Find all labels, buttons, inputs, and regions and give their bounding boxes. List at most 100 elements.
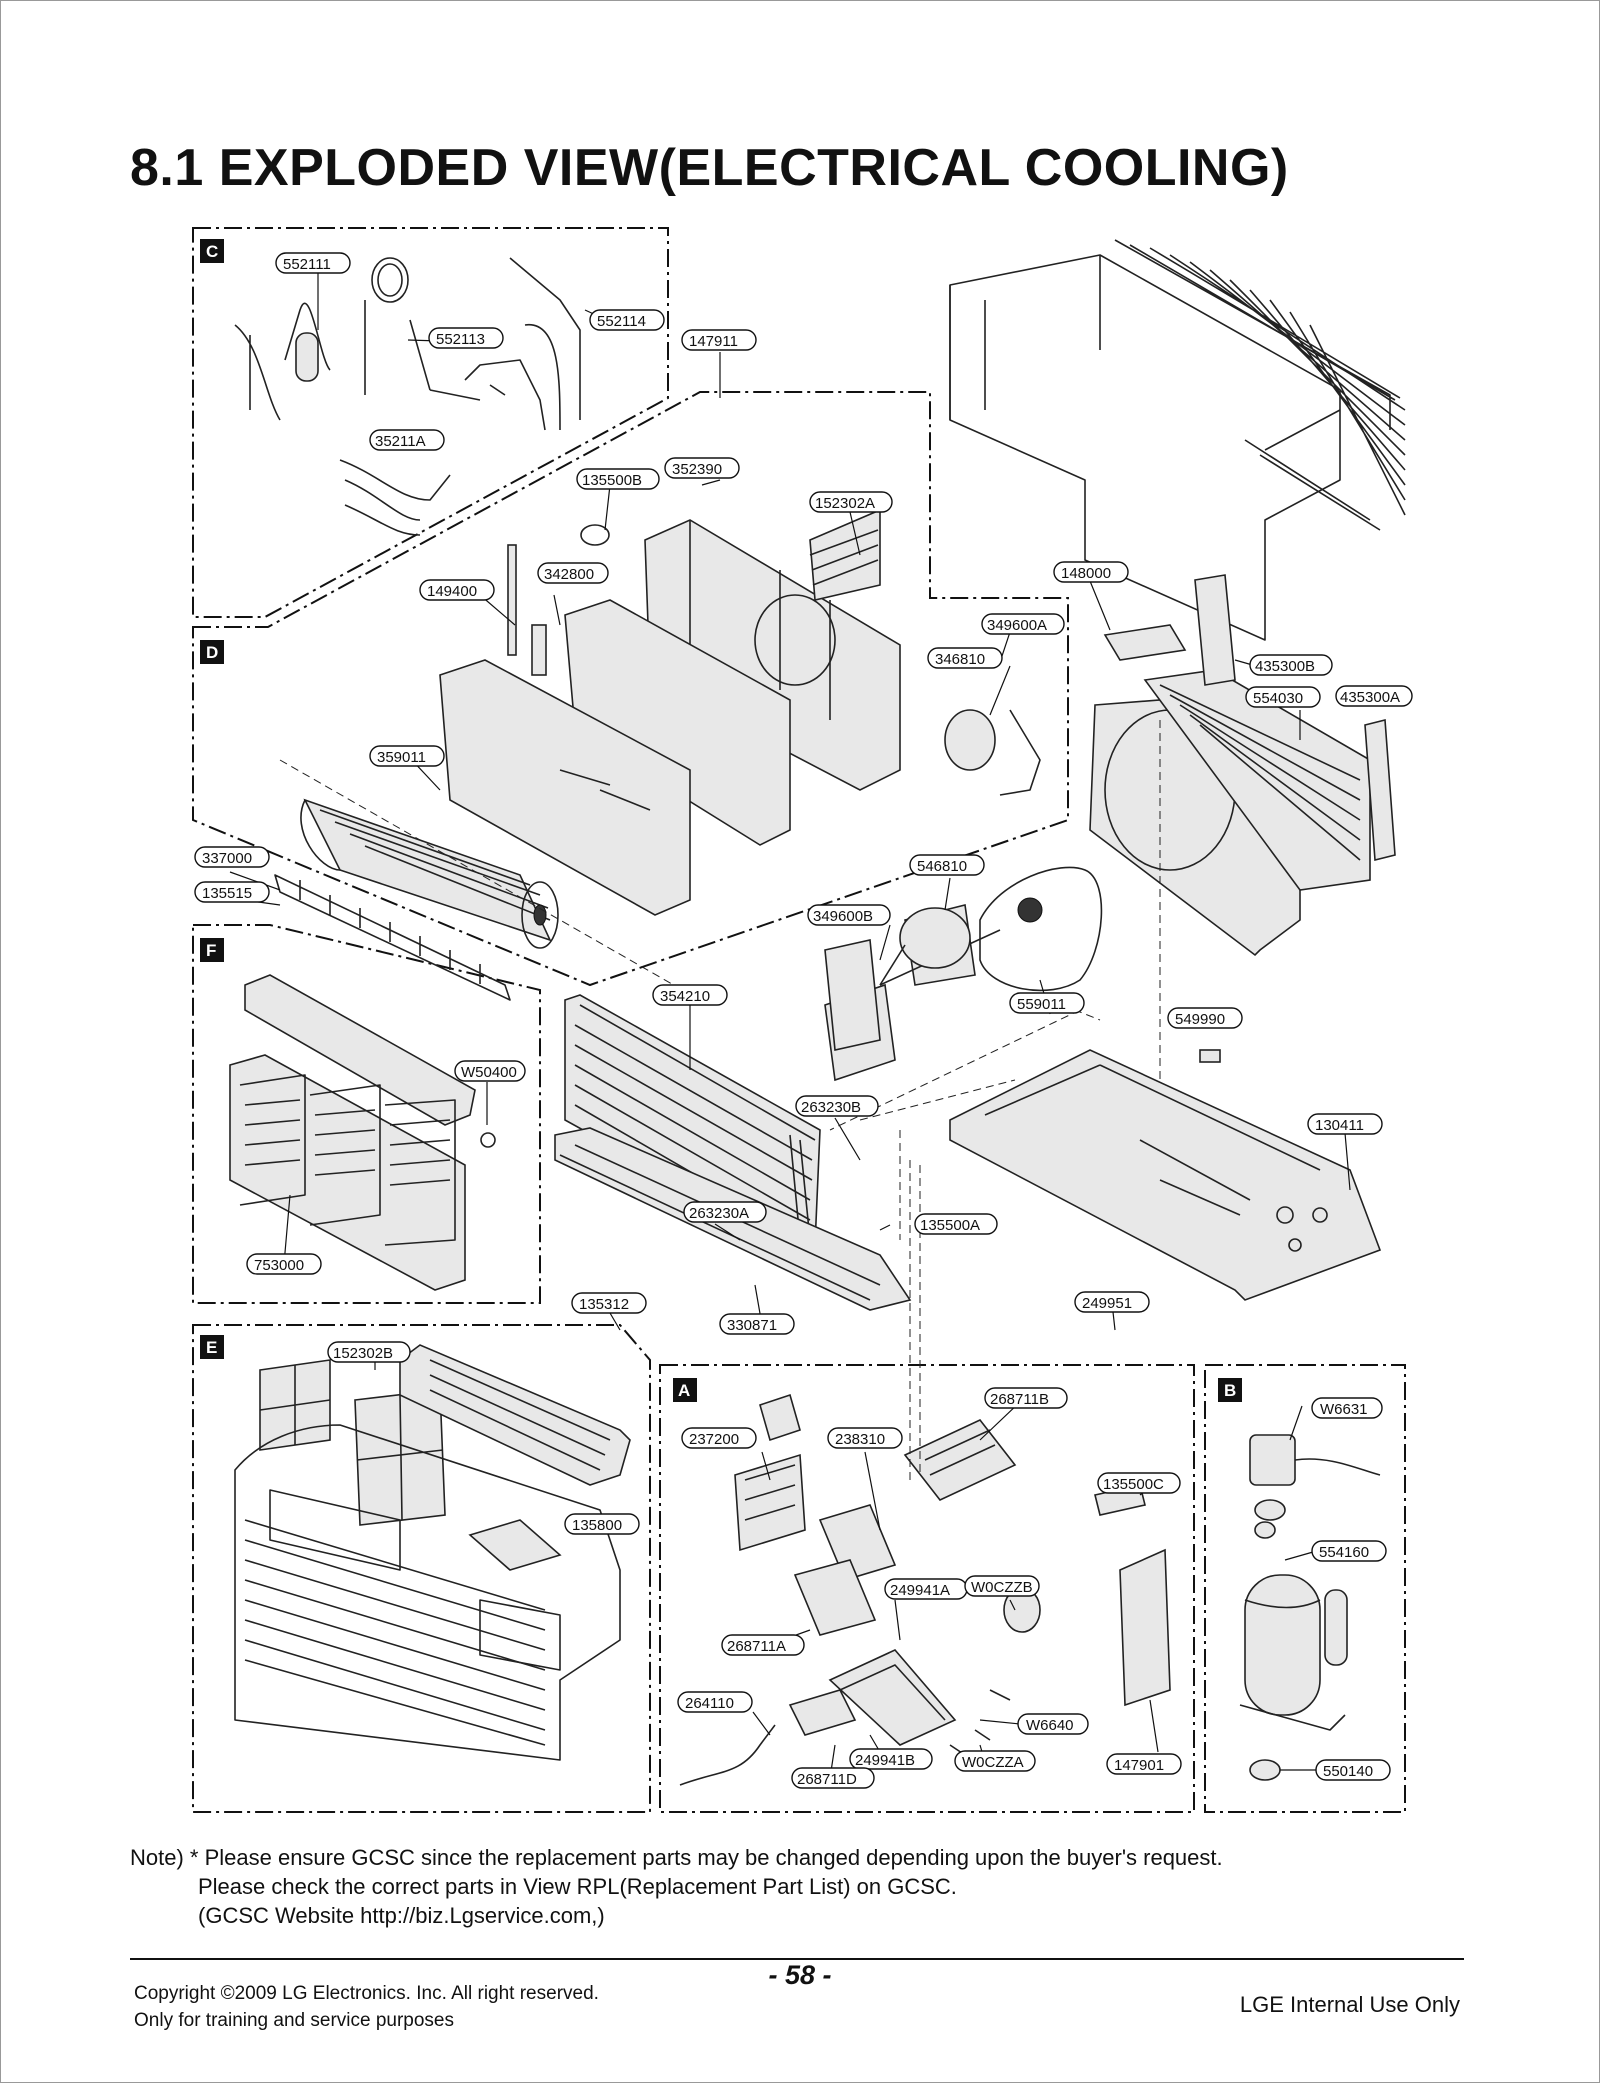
svg-text:552111: 552111 — [283, 256, 331, 273]
fan-motor-part — [824, 907, 971, 1051]
grille-337000-part — [274, 874, 511, 1001]
part-label-147911: 147911 — [681, 329, 757, 351]
section-c-outline — [192, 227, 669, 618]
replacement-note: Note) * Please ensure GCSC since the rep… — [130, 1843, 1223, 1930]
svg-text:359011: 359011 — [377, 749, 426, 766]
part-label-148000: 148000 — [1053, 561, 1129, 583]
part-label-337000: 337000 — [194, 846, 270, 868]
blower-assembly-part — [300, 508, 1041, 949]
svg-text:249951: 249951 — [1082, 1295, 1132, 1312]
svg-text:135800: 135800 — [572, 1517, 622, 1534]
svg-text:149400: 149400 — [427, 583, 477, 600]
svg-text:352390: 352390 — [672, 461, 722, 478]
part-label-249941a: 249941A — [884, 1578, 968, 1600]
part-label-546810: 546810 — [909, 854, 985, 876]
page-title: 8.1 EXPLODED VIEW(ELECTRICAL COOLING) — [130, 139, 1289, 197]
svg-text:135500B: 135500B — [582, 472, 642, 489]
svg-text:435300A: 435300A — [1340, 689, 1400, 706]
part-label-238310: 238310 — [827, 1427, 903, 1449]
part-label-268711a: 268711A — [721, 1634, 805, 1656]
svg-text:249941B: 249941B — [855, 1752, 915, 1769]
svg-text:268711D: 268711D — [797, 1771, 857, 1788]
part-label-552111: 552111 — [275, 252, 351, 274]
footer-copyright-block: Copyright ©2009 LG Electronics. Inc. All… — [134, 1980, 599, 2034]
part-label-135800: 135800 — [564, 1513, 640, 1535]
part-label-249951: 249951 — [1074, 1291, 1150, 1313]
svg-text:135500C: 135500C — [1103, 1476, 1164, 1493]
part-label-w6631: W6631 — [1311, 1397, 1383, 1419]
part-label-149400: 149400 — [419, 579, 495, 601]
part-label-549990: 549990 — [1167, 1007, 1243, 1029]
part-label-w50400: W50400 — [454, 1060, 526, 1082]
svg-text:330871: 330871 — [727, 1317, 777, 1334]
svg-text:263230B: 263230B — [801, 1099, 861, 1116]
svg-text:F: F — [206, 941, 216, 960]
section-tag-f: F — [200, 938, 224, 962]
svg-text:152302B: 152302B — [333, 1345, 393, 1362]
part-label-130411: 130411 — [1307, 1113, 1383, 1135]
part-label-352390: 352390 — [664, 457, 740, 479]
svg-text:147901: 147901 — [1114, 1757, 1164, 1774]
svg-text:559011: 559011 — [1017, 996, 1066, 1013]
base-pan-part — [949, 1049, 1382, 1301]
svg-text:135515: 135515 — [202, 885, 252, 902]
svg-text:D: D — [206, 643, 218, 662]
svg-text:354210: 354210 — [660, 988, 710, 1005]
svg-text:C: C — [206, 242, 218, 261]
svg-text:B: B — [1224, 1381, 1236, 1400]
svg-text:552114: 552114 — [597, 313, 646, 330]
part-label-w6640: W6640 — [1017, 1713, 1089, 1735]
part-label-268711d: 268711D — [791, 1767, 875, 1789]
svg-text:549990: 549990 — [1175, 1011, 1225, 1028]
svg-text:E: E — [206, 1338, 217, 1357]
svg-text:554030: 554030 — [1253, 690, 1303, 707]
part-label-249941b: 249941B — [849, 1748, 933, 1770]
part-label-135500a: 135500A — [914, 1213, 998, 1235]
part-label-147901: 147901 — [1106, 1753, 1182, 1775]
svg-text:W6640: W6640 — [1026, 1717, 1074, 1734]
svg-text:A: A — [678, 1381, 690, 1400]
part-label-135312: 135312 — [571, 1292, 647, 1314]
part-label-w0czzb: W0CZZB — [964, 1575, 1040, 1597]
svg-text:135500A: 135500A — [920, 1217, 980, 1234]
svg-text:349600A: 349600A — [987, 617, 1047, 634]
part-label-342800: 342800 — [537, 562, 609, 584]
svg-text:35211A: 35211A — [375, 433, 426, 450]
section-tag-a: A — [673, 1378, 697, 1402]
part-label-552113: 552113 — [428, 327, 504, 349]
svg-text:268711B: 268711B — [990, 1391, 1049, 1408]
part-label-264110: 264110 — [677, 1691, 753, 1713]
footer-copyright: Copyright ©2009 LG Electronics. Inc. All… — [134, 1983, 599, 2004]
svg-text:550140: 550140 — [1323, 1763, 1373, 1780]
page-number: - 58 - — [768, 1960, 832, 1990]
part-label-753000: 753000 — [246, 1253, 322, 1275]
svg-text:W50400: W50400 — [461, 1064, 517, 1081]
footer-divider — [130, 1958, 1464, 1960]
svg-text:342800: 342800 — [544, 566, 594, 583]
part-label-135515: 135515 — [194, 881, 270, 903]
part-label-152302a: 152302A — [809, 491, 893, 513]
note-line-3: (GCSC Website http://biz.Lgservice.com,) — [198, 1903, 605, 1928]
svg-text:263230A: 263230A — [689, 1205, 749, 1222]
svg-text:238310: 238310 — [835, 1431, 885, 1448]
svg-text:552113: 552113 — [436, 331, 485, 348]
part-label-268711b: 268711B — [984, 1387, 1068, 1409]
svg-text:753000: 753000 — [254, 1257, 304, 1274]
section-tag-b: B — [1218, 1378, 1242, 1402]
part-label-346810: 346810 — [927, 647, 1003, 669]
section-f-outline — [192, 924, 541, 1304]
svg-text:148000: 148000 — [1061, 565, 1111, 582]
part-label-135500b: 135500B — [576, 468, 660, 490]
svg-text:268711A: 268711A — [727, 1638, 786, 1655]
section-tag-e: E — [200, 1335, 224, 1359]
part-label-359011: 359011 — [369, 745, 445, 767]
filter-frame-part — [229, 974, 496, 1291]
refrigerant-tubing-group — [234, 257, 581, 536]
part-label-237200: 237200 — [681, 1427, 757, 1449]
part-label-349600b: 349600B — [807, 904, 891, 926]
section-e-outline — [192, 1324, 651, 1813]
part-label-w0czza: W0CZZA — [954, 1750, 1036, 1772]
part-label-263230b: 263230B — [795, 1095, 879, 1117]
part-label-554160: 554160 — [1311, 1540, 1387, 1562]
svg-text:135312: 135312 — [579, 1296, 629, 1313]
